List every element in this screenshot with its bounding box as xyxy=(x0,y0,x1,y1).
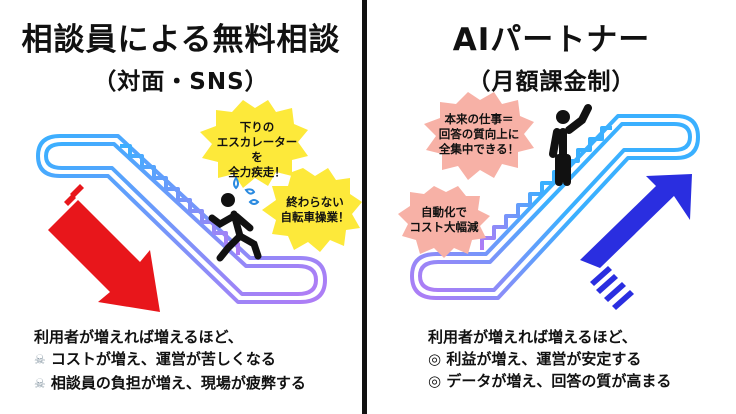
right-summary: 利用者が増えれば増えるほど、 ◎ 利益が増え、運営が安定する ◎ データが増え、… xyxy=(428,326,671,392)
skull-icon: ☠ xyxy=(34,377,46,392)
double-circle-icon: ◎ xyxy=(428,372,442,390)
right-title: AIパートナー xyxy=(452,22,651,58)
left-bubble-2-text: 終わらない 自転車操業！ xyxy=(270,195,360,225)
left-bubble-2 xyxy=(262,168,362,252)
bubble-line: 全集中できる！ xyxy=(438,142,520,156)
right-bubble-2 xyxy=(398,186,490,258)
double-circle-icon: ◎ xyxy=(428,350,442,368)
left-title: 相談員による無料相談 xyxy=(21,22,341,58)
bubble-line: 自動化で xyxy=(421,205,467,219)
bubble-line: エスカレーターを xyxy=(216,135,298,164)
bubble-line: 自転車操業！ xyxy=(280,210,350,224)
bubble-line: コスト大幅減 xyxy=(409,220,479,234)
right-subtitle: （月額課金制） xyxy=(467,69,636,95)
left-bubble-1-text: 下りの エスカレーターを 全力疾走！ xyxy=(212,120,302,180)
left-subtitle: （対面・SNS） xyxy=(93,69,269,95)
left-bubble-1 xyxy=(200,100,308,188)
summary-point-text: コストが増え、運営が苦しくなる xyxy=(50,350,276,368)
bubble-line: 終わらない xyxy=(286,195,344,209)
up-escalator xyxy=(410,114,700,300)
summary-point-text: 相談員の負担が増え、現場が疲弊する xyxy=(50,374,306,392)
bubble-line: 回答の質向上に xyxy=(438,127,520,141)
up-arrow-icon xyxy=(580,174,692,310)
summary-point: ☠ 相談員の負担が増え、現場が疲弊する xyxy=(34,372,306,396)
left-summary: 利用者が増えれば増えるほど、 ☠ コストが増え、運営が苦しくなる ☠ 相談員の負… xyxy=(34,326,306,396)
running-person-icon xyxy=(208,193,262,262)
bubble-line: 下りの xyxy=(239,120,275,134)
summary-point: ☠ コストが増え、運営が苦しくなる xyxy=(34,348,306,372)
skull-icon: ☠ xyxy=(34,353,46,368)
summary-point: ◎ データが増え、回答の質が高まる xyxy=(428,370,671,392)
right-bubble-2-text: 自動化で コスト大幅減 xyxy=(404,205,484,235)
summary-intro: 利用者が増えれば増えるほど、 xyxy=(34,328,243,346)
summary-point-text: 利益が増え、運営が安定する xyxy=(446,350,642,368)
right-bubble-1 xyxy=(424,92,534,180)
center-divider xyxy=(362,0,367,414)
sweat-icon xyxy=(233,176,260,205)
summary-point: ◎ 利益が増え、運営が安定する xyxy=(428,348,671,370)
standing-person-icon xyxy=(549,104,592,186)
bubble-line: 全力疾走！ xyxy=(228,165,286,179)
summary-point-text: データが増え、回答の質が高まる xyxy=(446,372,672,390)
summary-intro: 利用者が増えれば増えるほど、 xyxy=(428,328,637,346)
down-escalator xyxy=(36,134,327,304)
down-arrow-icon xyxy=(48,184,160,312)
right-bubble-1-text: 本来の仕事＝ 回答の質向上に 全集中できる！ xyxy=(434,112,524,157)
bubble-line: 本来の仕事＝ xyxy=(444,112,514,126)
